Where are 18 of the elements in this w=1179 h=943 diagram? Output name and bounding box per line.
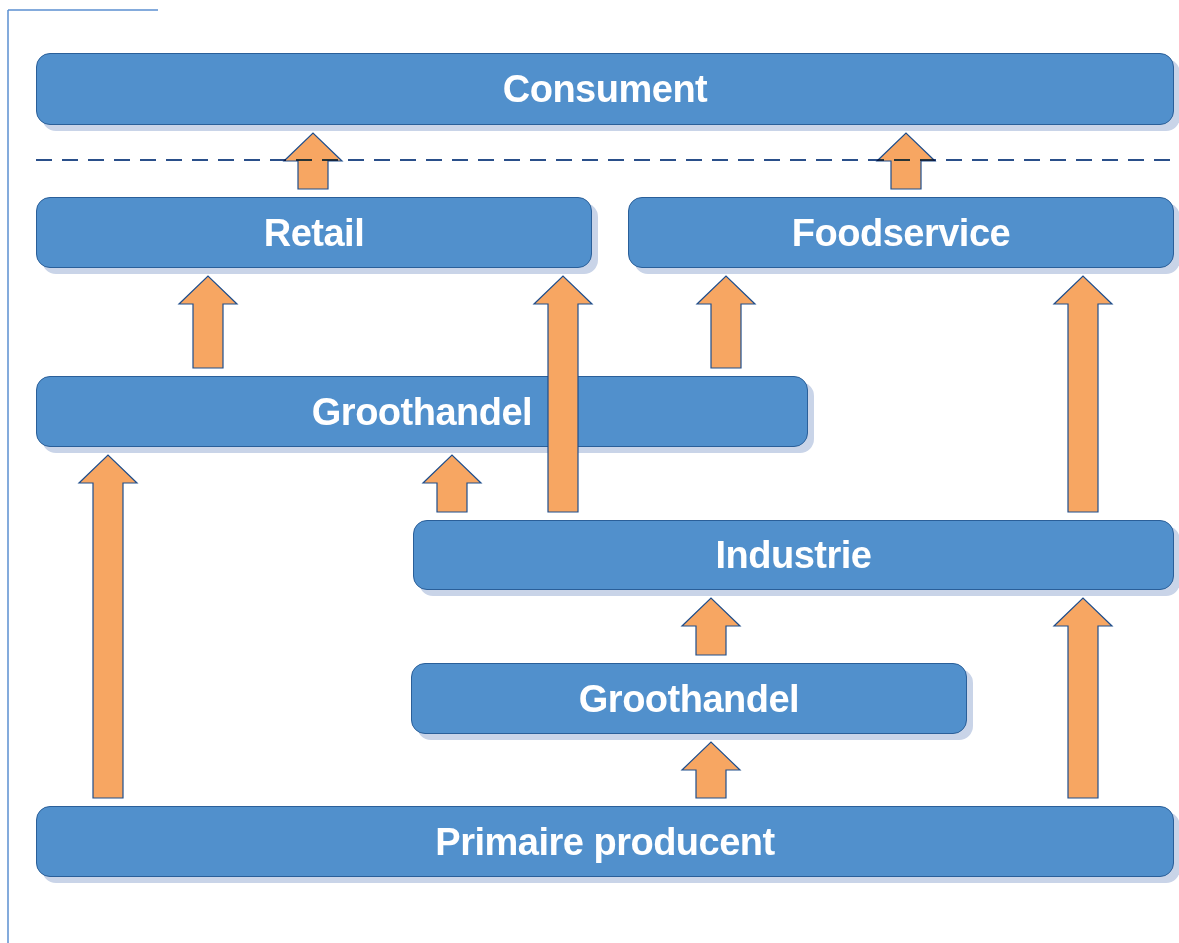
box-label: Groothandel: [578, 679, 800, 718]
block-arrow: [680, 597, 742, 656]
block-arrow: [680, 741, 742, 799]
block-arrow: [1052, 597, 1114, 799]
block-arrow: [1052, 275, 1114, 513]
block-arrow: [695, 275, 757, 369]
block-arrow: [282, 132, 344, 190]
box-label: Industrie: [715, 536, 872, 574]
box-label: Consument: [502, 70, 708, 108]
block-arrow: [421, 454, 483, 513]
box-label: Groothandel: [311, 392, 533, 431]
block-arrow: [77, 454, 139, 799]
box-label: Retail: [263, 213, 365, 252]
box-label: Foodservice: [791, 213, 1011, 252]
block-arrow: [532, 275, 594, 513]
block-arrow: [875, 132, 937, 190]
box-label: Primaire producent: [435, 822, 775, 861]
block-arrow: [177, 275, 239, 369]
